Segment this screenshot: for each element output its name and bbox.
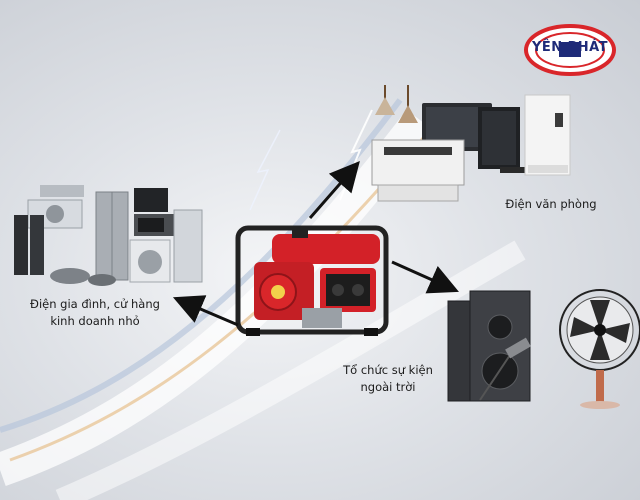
arrow-to-event: [391, 260, 459, 294]
label-event-line1: Tổ chức sự kiện: [343, 363, 433, 377]
label-home-line1: Điện gia đình, cử hàng: [30, 297, 160, 311]
generator-icon: [235, 225, 389, 336]
label-home-line2: kinh doanh nhỏ: [50, 314, 140, 328]
logo-text: YÊN PHÁT: [531, 40, 609, 55]
arrow-to-office: [308, 160, 360, 219]
label-outdoor-event: Tổ chức sự kiện ngoài trời: [322, 362, 454, 396]
logo-ring-icon: [524, 24, 616, 76]
label-event-line2: ngoài trời: [360, 380, 416, 394]
home-appliances-icon: [14, 185, 203, 286]
label-home-shop-power: Điện gia đình, cử hàng kinh doanh nhỏ: [16, 296, 174, 330]
speaker-fan-icon: [447, 289, 640, 409]
arrow-to-home: [172, 295, 239, 327]
brand-logo: YÊN PHÁT: [523, 22, 617, 78]
label-office-power: Điện văn phòng: [505, 197, 597, 211]
office-equipment-icon: [371, 85, 571, 202]
